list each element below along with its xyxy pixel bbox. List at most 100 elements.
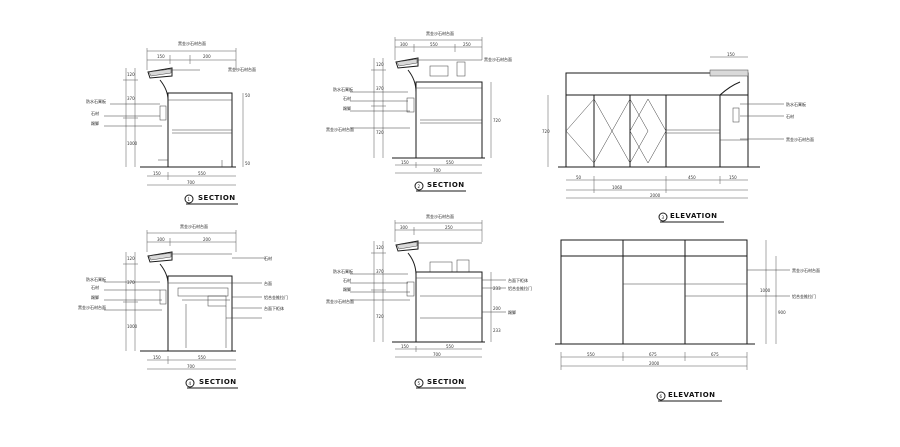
elevation-6-bottom-dim: 550 — [587, 352, 595, 357]
elevation-3-bottom-dim: 1060 — [612, 185, 623, 190]
elevation-6-title: ELEVATION — [668, 391, 716, 399]
section-4-top-dim: 300 — [157, 237, 165, 242]
elevation-3-bottom-dim: 50 — [576, 175, 582, 180]
elevation-6-height-dim: 1000 — [760, 288, 771, 293]
section-1-drawing: 黑金沙石材台面 150 200 黑金沙石材台面 120 370 1000 防水石… — [86, 40, 256, 205]
section-2-top-note: 黑金沙石材台面 — [426, 30, 454, 36]
section-4-bottom-dim: 550 — [198, 355, 206, 360]
section-4-right-note: 台面下柜体 — [264, 305, 284, 311]
section-5-drawing: 黑金沙石材台面 300 250 120 370 720 防水石膏板 石材 踢脚 … — [326, 213, 532, 389]
elevation-3-bottom-dim: 150 — [729, 175, 737, 180]
section-1-right-dim: 50 — [245, 93, 251, 98]
section-2-bottom-dim: 700 — [433, 168, 441, 173]
section-4-left-note: 黑金沙石材台面 — [78, 304, 106, 310]
section-4-left-note: 石材 — [91, 284, 99, 290]
section-5-right-note: 踢脚 — [508, 309, 516, 315]
section-1-bottom-dim: 700 — [187, 180, 195, 185]
section-5-number: 5 — [418, 381, 421, 386]
section-5-right-note: 铝合金推拉门 — [508, 285, 532, 291]
section-5-height-dim: 720 — [376, 314, 384, 319]
section-2-drawing: 黑金沙石材台面 300 550 250 黑金沙石材台面 120 370 720 … — [326, 30, 512, 192]
section-5-top-dim: 250 — [445, 225, 453, 230]
section-1-left-note: 防水石膏板 — [86, 98, 106, 104]
section-4-right-note: 台面 — [264, 280, 272, 286]
section-1-top-dim: 200 — [203, 54, 211, 59]
section-5-height-dim: 120 — [376, 245, 384, 250]
elevation-6-drawing: 1000 900 黑金沙石材台面 铝合金推拉门 550 675 675 2000… — [555, 239, 820, 402]
section-2-height-dim: 370 — [376, 86, 384, 91]
elevation-3-right-note: 石材 — [786, 113, 794, 119]
section-4-bottom-dim: 150 — [153, 355, 161, 360]
elevation-3-right-note: 防水石膏板 — [786, 101, 806, 107]
elevation-3-top-dim: 150 — [727, 52, 735, 57]
section-1-left-note: 踢脚 — [91, 120, 99, 126]
elevation-3-height-dim: 720 — [542, 129, 550, 134]
elevation-6-number: 6 — [660, 394, 663, 399]
section-2-right-dim: 720 — [493, 118, 501, 123]
section-2-height-dim: 120 — [376, 62, 384, 67]
section-2-title: SECTION — [427, 181, 465, 189]
section-5-height-dim: 370 — [376, 269, 384, 274]
section-2-number: 2 — [418, 184, 421, 189]
section-5-top-note: 黑金沙石材台面 — [426, 213, 454, 219]
section-5-bottom-dim: 150 — [401, 344, 409, 349]
elevation-3-number: 3 — [662, 215, 665, 220]
section-2-bottom-dim: 150 — [401, 160, 409, 165]
section-2-left-note: 石材 — [343, 95, 351, 101]
section-5-left-note: 防水石膏板 — [333, 268, 353, 274]
section-1-title: SECTION — [198, 194, 236, 202]
section-4-left-note: 踢脚 — [91, 294, 99, 300]
section-5-left-note: 踢脚 — [343, 286, 351, 292]
section-5-right-dim: 200 — [493, 306, 501, 311]
section-1-height-dim: 370 — [127, 96, 135, 101]
section-1-number: 1 — [188, 197, 191, 202]
section-4-top-dim: 200 — [203, 237, 211, 242]
section-2-top-dim: 250 — [463, 42, 471, 47]
section-4-height-dim: 370 — [127, 280, 135, 285]
section-5-bottom-dim: 700 — [433, 352, 441, 357]
section-1-right-note: 黑金沙石材台面 — [228, 66, 256, 72]
section-5-top-dim: 300 — [400, 225, 408, 230]
section-2-left-note: 踢脚 — [343, 105, 351, 111]
section-2-bottom-dim: 550 — [446, 160, 454, 165]
section-5-title: SECTION — [427, 378, 465, 386]
section-1-top-note: 黑金沙石材台面 — [178, 40, 206, 46]
section-4-height-dim: 1000 — [127, 324, 138, 329]
section-5-left-note: 黑金沙石材台面 — [326, 298, 354, 304]
elevation-3-right-note: 黑金沙石材台面 — [786, 136, 814, 142]
section-4-left-note: 防水石膏板 — [86, 276, 106, 282]
section-2-left-note: 防水石膏板 — [333, 86, 353, 92]
elevation-6-bottom-dim: 675 — [649, 352, 657, 357]
section-5-bottom-dim: 550 — [446, 344, 454, 349]
section-1-height-dim: 1000 — [127, 141, 138, 146]
section-1-bottom-dim: 150 — [153, 171, 161, 176]
section-4-bottom-dim: 700 — [187, 364, 195, 369]
section-2-top-dim: 300 — [400, 42, 408, 47]
elevation-6-right-note: 铝合金推拉门 — [792, 293, 816, 299]
elevation-6-right-note: 黑金沙石材台面 — [792, 267, 820, 273]
section-1-left-note: 石材 — [91, 110, 99, 116]
section-2-right-note: 黑金沙石材台面 — [484, 56, 512, 62]
section-1-bottom-dim: 550 — [198, 171, 206, 176]
section-5-right-note: 台面下柜体 — [508, 277, 528, 283]
section-1-top-dim: 150 — [157, 54, 165, 59]
section-4-top-note: 黑金沙石材台面 — [180, 223, 208, 229]
section-2-left-note: 黑金沙石材台面 — [326, 126, 354, 132]
elevation-3-drawing: 150 720 防水石膏板 石材 黑金沙石材台面 50 1060 450 150… — [542, 52, 814, 223]
section-4-right-note: 铝合金推拉门 — [264, 294, 288, 300]
elevation-6-bottom-dim: 2000 — [649, 361, 660, 366]
section-5-left-note: 石材 — [343, 277, 351, 283]
section-4-right-note: 石材 — [264, 255, 272, 261]
elevation-3-bottom-dim: 2000 — [650, 193, 661, 198]
section-4-height-dim: 120 — [127, 256, 135, 261]
elevation-6-height-dim: 900 — [778, 310, 786, 315]
section-4-title: SECTION — [199, 378, 237, 386]
section-5-right-dim: 233 — [493, 286, 501, 291]
elevation-3-title: ELEVATION — [670, 212, 718, 220]
section-2-top-dim: 550 — [430, 42, 438, 47]
section-4-number: 4 — [189, 381, 192, 386]
section-4-drawing: 黑金沙石材台面 300 200 120 370 1000 防水石膏板 石材 踢脚… — [78, 223, 288, 389]
section-2-height-dim: 720 — [376, 130, 384, 135]
